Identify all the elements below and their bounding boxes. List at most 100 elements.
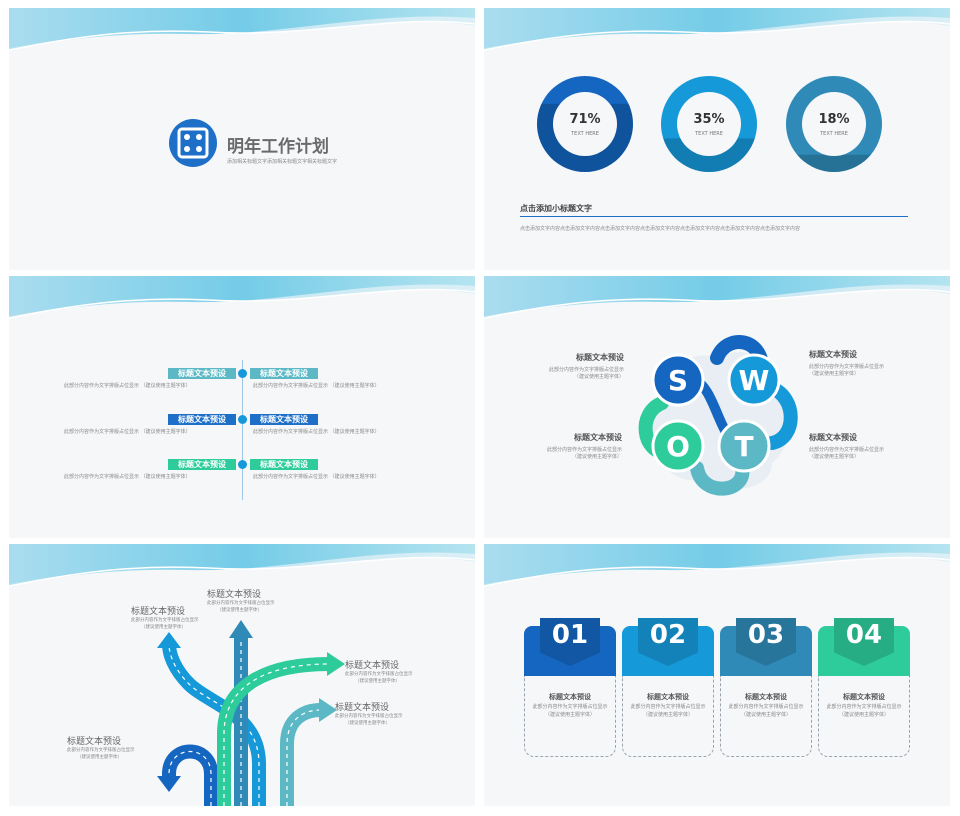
card-line2: （建议使用主题字体） — [642, 712, 693, 718]
page-subtitle: 添加相关标题文字添加相关标题文字相关标题文字 — [227, 159, 338, 165]
row-right-text: 此部分内容作为文字排版占位显示 （建议使用主题字体） — [253, 429, 380, 435]
card-number: 04 — [845, 620, 883, 650]
timeline-dot — [238, 369, 247, 378]
dice-icon — [169, 119, 217, 167]
card-body — [720, 676, 812, 757]
donut-3 — [786, 76, 882, 172]
timeline-dot — [238, 415, 247, 424]
swot-item-line2: （建议使用主题字体） — [571, 454, 622, 460]
card-line1: 此部分内容作为文字排版占位显示 — [728, 704, 804, 710]
slide-2[interactable]: 71% TEXT HERE 35% TEXT HERE 18% TEXT HERE 点击添… — [484, 8, 950, 270]
divider — [520, 216, 908, 217]
slide-3[interactable]: 标题文本预设此部分内容作为文字排版占位显示 （建议使用主题字体）标题文本预设此部… — [9, 276, 475, 538]
road-item-line2: （建议使用主题字体） — [141, 625, 186, 630]
card-number: 03 — [747, 620, 785, 650]
card-body — [622, 676, 714, 757]
card-title: 标题文本预设 — [745, 693, 787, 701]
swot-letter-s: S — [668, 364, 688, 397]
road-item-title: 标题文本预设 — [67, 737, 122, 747]
swot-letter-w: W — [739, 364, 770, 397]
swot-item-line1: 此部分内容作为文字排版占位显示 — [809, 364, 885, 370]
roads-diagram — [157, 620, 345, 806]
row-left-tag: 标题文本预设 — [168, 368, 236, 379]
swot-item-line1: 此部分内容作为文字排版占位显示 — [546, 447, 622, 453]
number-card[interactable]: 04 标题文本预设此部分内容作为文字排版占位显示 （建议使用主题字体） — [818, 618, 910, 758]
donut-caption: TEXT HERE — [695, 131, 723, 137]
donut-row — [537, 76, 882, 172]
road-item-line1: 此部分内容作为文字排版占位显示 — [345, 672, 413, 677]
slide-5[interactable]: 标题文本预设此部分内容作为文字排版占位显示（建议使用主题字体）标题文本预设此部分… — [9, 544, 475, 806]
card-title: 标题文本预设 — [549, 693, 591, 701]
row-left-text: 此部分内容作为文字排版占位显示 （建议使用主题字体） — [64, 474, 191, 480]
row-left-tag: 标题文本预设 — [168, 459, 236, 470]
row-right-tag: 标题文本预设 — [250, 414, 318, 425]
road-item-line2: （建议使用主题字体） — [345, 721, 390, 726]
card-body — [524, 676, 616, 757]
swot-item-title: 标题文本预设 — [576, 353, 624, 362]
slide-1[interactable]: 明年工作计划 添加相关标题文字添加相关标题文字相关标题文字 — [9, 8, 475, 270]
card-line1: 此部分内容作为文字排版占位显示 — [826, 704, 902, 710]
number-card[interactable]: 02 标题文本预设此部分内容作为文字排版占位显示 （建议使用主题字体） — [622, 618, 714, 758]
swot-item-title: 标题文本预设 — [809, 350, 857, 359]
row-left-text: 此部分内容作为文字排版占位显示 （建议使用主题字体） — [64, 383, 191, 389]
row-right-tag: 标题文本预设 — [250, 459, 318, 470]
swot-item-line2: （建议使用主题字体） — [809, 371, 860, 377]
road-item-line1: 此部分内容作为文字排版占位显示 — [335, 714, 403, 719]
swot-letter-t: T — [734, 430, 753, 463]
road-item-line2: （建议使用主题字体） — [217, 608, 262, 613]
road-item-title: 标题文本预设 — [131, 607, 186, 617]
road-item-title: 标题文本预设 — [207, 590, 262, 600]
card-body — [818, 676, 910, 757]
card-line2: （建议使用主题字体） — [838, 712, 889, 718]
timeline-dot — [238, 460, 247, 469]
swot-item-line2: （建议使用主题字体） — [809, 454, 860, 460]
swot-item-line1: 此部分内容作为文字排版占位显示 — [809, 447, 885, 453]
section-subtitle: 点击添加小标题文字 — [520, 204, 592, 213]
road-item-line1: 此部分内容作为文字排版占位显示 — [131, 618, 199, 623]
row-left-tag: 标题文本预设 — [168, 414, 236, 425]
donut-percent: 71% — [569, 112, 601, 127]
road-item-line2: （建议使用主题字体） — [77, 755, 122, 760]
row-right-tag: 标题文本预设 — [250, 368, 318, 379]
donut-caption: TEXT HERE — [571, 131, 599, 137]
swot-diagram: S W O T — [638, 335, 798, 496]
donut-percent: 35% — [693, 112, 725, 127]
row-left-text: 此部分内容作为文字排版占位显示 （建议使用主题字体） — [64, 429, 191, 435]
card-number: 01 — [551, 620, 589, 650]
donut-caption: TEXT HERE — [820, 131, 848, 137]
card-title: 标题文本预设 — [647, 693, 689, 701]
swot-item-title: 标题文本预设 — [809, 433, 857, 442]
swot-item-title: 标题文本预设 — [574, 433, 622, 442]
number-card[interactable]: 01 标题文本预设此部分内容作为文字排版占位显示 （建议使用主题字体） — [524, 618, 616, 758]
wave-header — [9, 544, 475, 592]
page-title: 明年工作计划 — [227, 137, 329, 157]
slide-6[interactable]: 01 标题文本预设此部分内容作为文字排版占位显示 （建议使用主题字体） 02 标题文本预… — [484, 544, 950, 806]
row-right-text: 此部分内容作为文字排版占位显示 （建议使用主题字体） — [253, 383, 380, 389]
wave-header — [484, 276, 950, 324]
swot-letter-o: O — [666, 430, 690, 463]
wave-header — [9, 8, 475, 56]
card-line1: 此部分内容作为文字排版占位显示 — [532, 704, 608, 710]
road-item-line1: 此部分内容作为文字排版占位显示 — [207, 601, 275, 606]
timeline-line — [242, 360, 243, 500]
body-text: 点击添加文字内容点击添加文字内容点击添加文字内容点击添加文字内容点击添加文字内容… — [520, 226, 801, 232]
card-number: 02 — [649, 620, 687, 650]
row-right-text: 此部分内容作为文字排版占位显示 （建议使用主题字体） — [253, 474, 380, 480]
wave-header — [484, 544, 950, 592]
donut-percent: 18% — [818, 112, 850, 127]
road-item-line1: 此部分内容作为文字排版占位显示 — [67, 748, 135, 753]
card-line2: （建议使用主题字体） — [740, 712, 791, 718]
card-line2: （建议使用主题字体） — [544, 712, 595, 718]
donut-level — [786, 154, 882, 172]
card-line1: 此部分内容作为文字排版占位显示 — [630, 704, 706, 710]
swot-item-line2: （建议使用主题字体） — [573, 374, 624, 380]
number-card[interactable]: 03 标题文本预设此部分内容作为文字排版占位显示 （建议使用主题字体） — [720, 618, 812, 758]
road-item-title: 标题文本预设 — [335, 703, 390, 713]
wave-header — [9, 276, 475, 324]
swot-item-line1: 此部分内容作为文字排版占位显示 — [548, 367, 624, 373]
road-item-line2: （建议使用主题字体） — [355, 679, 400, 684]
card-title: 标题文本预设 — [843, 693, 885, 701]
road-item-title: 标题文本预设 — [345, 661, 400, 671]
donut-1 — [537, 76, 633, 172]
slide-4[interactable]: S W O T 标题文本预设此部分内容作为文字排版占位显示（建议使用主题字体）标… — [484, 276, 950, 538]
